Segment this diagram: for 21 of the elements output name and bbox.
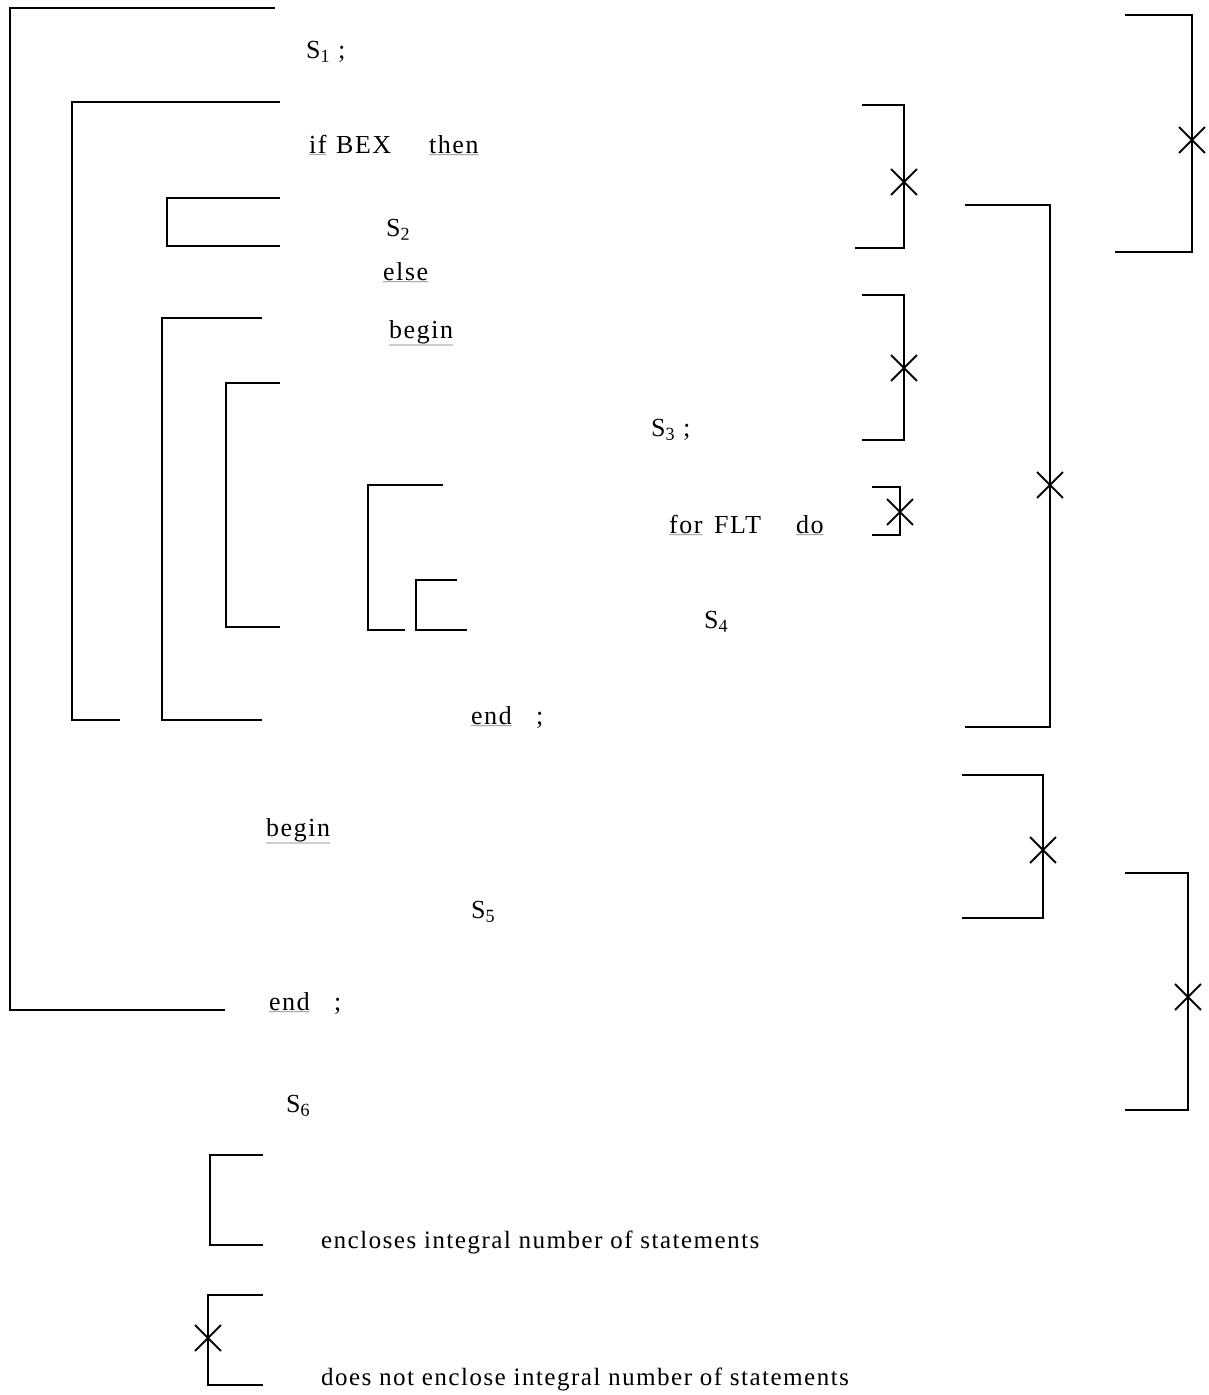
keyword: end: [268, 992, 310, 1012]
code-text: FLT: [714, 516, 761, 533]
code-text: S$_{2}$: [387, 218, 409, 240]
keyword: then: [428, 134, 479, 155]
legend-text: does not enclose integral number of statements: [321, 1367, 848, 1391]
legend-text: encloses integral number of statements: [321, 1230, 759, 1254]
keyword: do: [795, 514, 824, 535]
keyword: else: [382, 261, 429, 282]
keyword: end: [470, 705, 512, 726]
code-text: S$_{1}$ ;: [307, 40, 344, 62]
code-text: S$_{6}$: [287, 1094, 309, 1116]
code-text: S$_{5}$: [472, 900, 494, 922]
code-text: ;: [537, 711, 542, 728]
keyword: begin: [388, 319, 454, 346]
code-text: S$_{3}$ ;: [652, 418, 689, 440]
keyword: for: [668, 514, 703, 535]
keyword: begin: [265, 817, 331, 844]
code-text: BEX: [336, 136, 391, 154]
code-text: ;: [335, 997, 340, 1014]
keyword: if: [308, 134, 327, 155]
code-text: S$_{4}$: [705, 610, 728, 632]
